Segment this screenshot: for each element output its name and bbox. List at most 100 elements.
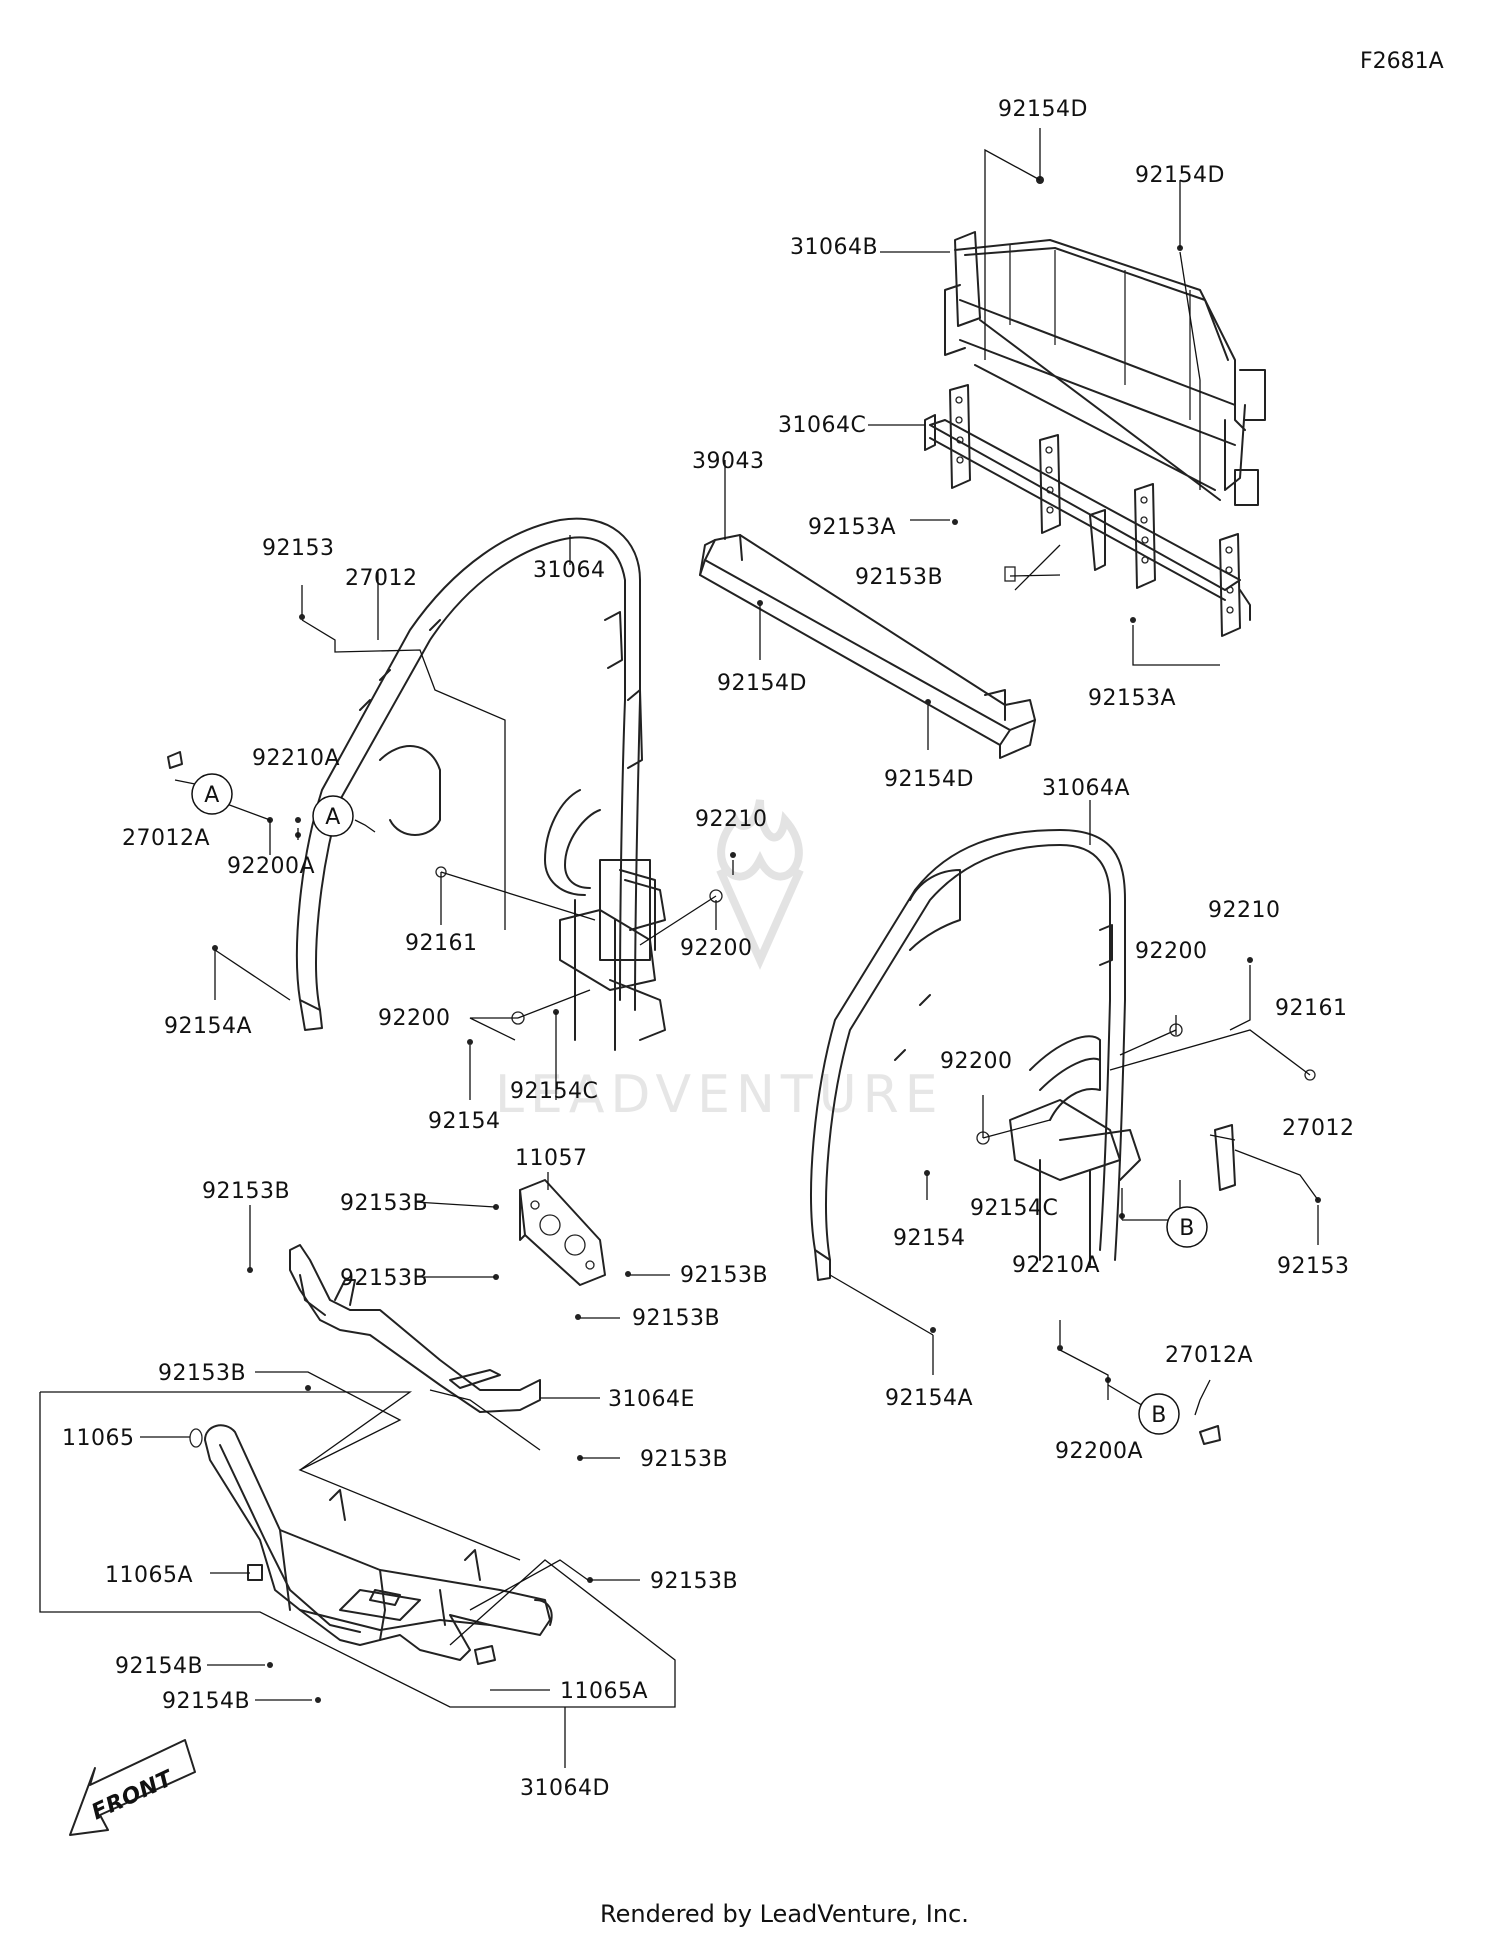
part-number-labels: 92154D 92154D 31064B 31064C 39043 92153A…	[62, 97, 1355, 1801]
fastener	[757, 600, 763, 606]
watermark-logo	[716, 799, 804, 970]
part-label: 92154C	[970, 1196, 1058, 1221]
part-label: 92154B	[115, 1654, 203, 1679]
part-label: 92161	[1275, 996, 1348, 1021]
bracket-11057	[519, 1179, 606, 1286]
footer-credit: Rendered by LeadVenture, Inc.	[600, 1900, 969, 1928]
part-label: 92154D	[1135, 163, 1225, 188]
part-label: 92161	[405, 931, 478, 956]
part-label: 31064D	[520, 1776, 610, 1801]
part-label: 11065A	[560, 1679, 648, 1704]
callout-b-label: B	[1179, 1216, 1195, 1241]
part-label: 92154C	[510, 1079, 598, 1104]
fastener	[493, 1274, 499, 1280]
part-label: 92154D	[717, 671, 807, 696]
part-label: 92153B	[640, 1447, 728, 1472]
hitch-pin	[1199, 1425, 1221, 1445]
part-label: 92153B	[340, 1191, 428, 1216]
callout-a-circle	[191, 773, 233, 815]
fastener	[625, 1271, 631, 1277]
part-label: 92154D	[998, 97, 1088, 122]
fastener	[1247, 957, 1253, 963]
part-label: 92210A	[252, 746, 340, 771]
callout-b-circle	[1166, 1206, 1208, 1248]
hitch-pin	[1214, 1124, 1236, 1191]
fastener	[730, 852, 736, 858]
fastener	[212, 945, 218, 951]
callout-a-label: A	[325, 805, 341, 830]
front-arrow-icon	[69, 1739, 196, 1836]
part-label: 31064B	[790, 235, 878, 260]
rear-rail-31064b	[944, 231, 1266, 506]
fastener	[930, 1327, 936, 1333]
part-label: 92153B	[632, 1306, 720, 1331]
part-label: 92200	[378, 1006, 451, 1031]
part-label: 92154	[893, 1226, 966, 1251]
part-label: 92153	[262, 536, 335, 561]
part-label: 92153B	[650, 1569, 738, 1594]
part-label: 92153A	[1088, 686, 1176, 711]
part-label: 92210	[1208, 898, 1281, 923]
part-label: 92154B	[162, 1689, 250, 1714]
part-label: 92153B	[680, 1263, 768, 1288]
part-label: 92153B	[340, 1266, 428, 1291]
part-label: 92200A	[1055, 1439, 1143, 1464]
part-label: 11065A	[105, 1563, 193, 1588]
part-label: 27012A	[122, 826, 210, 851]
front-bumper-31064d	[204, 1424, 553, 1665]
cross-bar-39043	[699, 534, 1036, 759]
fastener	[493, 1204, 499, 1210]
callout-b-circle	[1138, 1393, 1180, 1435]
part-label: 92153B	[202, 1179, 290, 1204]
part-label: 92210A	[1012, 1253, 1100, 1278]
part-label: 31064C	[778, 413, 866, 438]
part-label: 92154	[428, 1109, 501, 1134]
right-rollbar-31064a	[810, 829, 1141, 1281]
part-label: 39043	[692, 449, 765, 474]
fastener	[315, 1697, 321, 1703]
part-label: 31064	[533, 558, 606, 583]
part-label: 92200	[1135, 939, 1208, 964]
fastener	[924, 1170, 930, 1176]
part-label: 11065	[62, 1426, 135, 1451]
part-label: 92154A	[164, 1014, 252, 1039]
fastener	[247, 1267, 253, 1273]
figure-code: F2681A	[1360, 49, 1444, 74]
callout-markers: A A B B	[191, 773, 1208, 1435]
left-rollbar-31064	[295, 517, 666, 1051]
front-subbar-31064e	[289, 1244, 541, 1413]
fastener	[295, 817, 301, 823]
fastener	[925, 699, 931, 705]
cap	[189, 1428, 203, 1448]
part-label: 92200A	[227, 854, 315, 879]
watermark-text: LEADVENTURE	[495, 1065, 944, 1125]
fastener	[1057, 1345, 1063, 1351]
fastener	[467, 1039, 473, 1045]
part-label: 92200	[680, 936, 753, 961]
callout-a-circle	[312, 795, 354, 837]
part-label: 92153	[1277, 1254, 1350, 1279]
part-label: 31064A	[1042, 776, 1130, 801]
bolt	[1004, 566, 1016, 582]
part-label: 27012	[345, 566, 418, 591]
callout-a-label: A	[204, 783, 220, 808]
fastener	[305, 1385, 311, 1391]
part-label: 92200	[940, 1049, 1013, 1074]
fastener	[575, 1314, 581, 1320]
pin	[1304, 1069, 1316, 1081]
front-label: FRONT	[88, 1766, 178, 1826]
leader-lines	[39, 128, 1319, 1768]
fastener	[299, 614, 305, 620]
watermark: LEADVENTURE	[495, 799, 944, 1125]
part-label: 92153B	[855, 565, 943, 590]
part-label: 92154D	[884, 767, 974, 792]
fastener	[1130, 617, 1136, 623]
part-label: 11057	[515, 1146, 588, 1171]
part-label: 27012	[1282, 1116, 1355, 1141]
part-label: 92153B	[158, 1361, 246, 1386]
fastener	[952, 519, 958, 525]
fastener	[267, 1662, 273, 1668]
part-label: 92154A	[885, 1386, 973, 1411]
part-label: 92153A	[808, 515, 896, 540]
